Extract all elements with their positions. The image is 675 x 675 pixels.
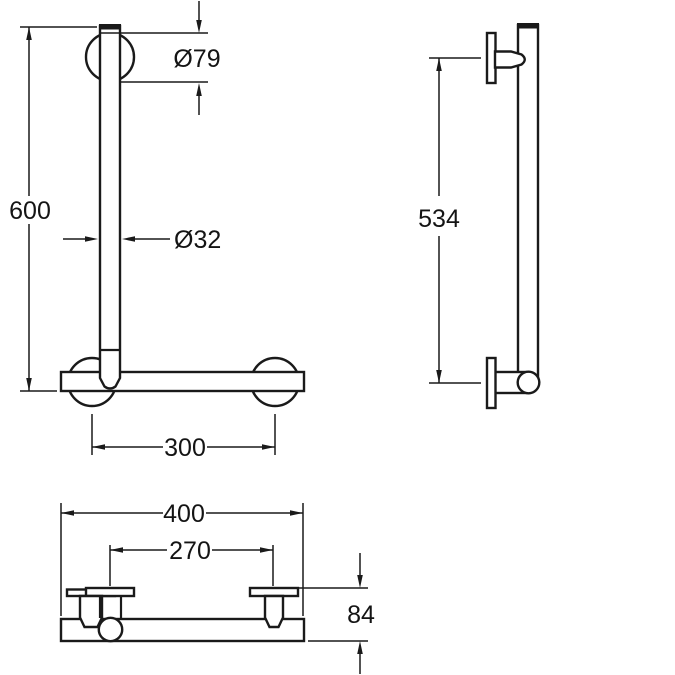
side-view [485,23,541,410]
arrowhead-down [357,575,363,588]
tube-stem-lines [98,596,123,618]
side-tube [516,23,540,385]
arrowhead-down [196,20,202,33]
dim-mount-distance: 534 [418,57,481,384]
dim-label-84: 84 [347,601,375,629]
tube-end-cap [99,24,121,30]
arrowhead-right [260,547,273,553]
arrowhead-up [357,641,363,654]
dim-flange-diameter: Ø79 [100,1,221,115]
vertical-tube [98,24,122,390]
front-view [59,24,306,408]
dim-bar-length: 400 [60,500,304,616]
dim-label-tube: Ø32 [174,226,221,254]
arrowhead-up [196,83,202,96]
side-bottom-wall-plate [485,356,497,410]
arrowhead-left [92,444,105,450]
arrowhead-right [290,510,303,516]
arrowhead-down [26,378,32,391]
tube-flange-plate [84,586,136,598]
arrowhead-left [110,547,123,553]
arrowhead-right [85,236,98,242]
right-bracket-stem [263,594,285,629]
arrowhead-left [122,236,135,242]
dim-label-300: 300 [164,434,206,462]
dim-label-534: 534 [418,205,460,233]
side-bar-end-circle [516,370,541,395]
bottom-view [59,586,306,643]
side-top-stem [493,50,526,69]
arrowhead-left [61,510,74,516]
arrowhead-up [26,27,32,40]
dim-label-400: 400 [163,500,205,528]
arrowhead-down [436,370,442,383]
dim-wall-offset: 84 [299,553,375,674]
dim-overall-height: 600 [9,26,97,392]
dim-lower-span: 300 [91,414,276,462]
arrowhead-right [262,444,275,450]
tube-section-circle [97,616,124,643]
horizontal-bar [59,370,306,393]
dim-tube-diameter: Ø32 [63,226,221,254]
left-bracket-stem [78,594,104,629]
dim-label-flange: Ø79 [173,45,220,73]
side-tube-cap [517,23,539,29]
dim-label-270: 270 [169,537,211,565]
dim-bracket-spacing: 270 [109,537,274,586]
dim-label-600: 600 [9,197,51,225]
arrowhead-up [436,58,442,71]
